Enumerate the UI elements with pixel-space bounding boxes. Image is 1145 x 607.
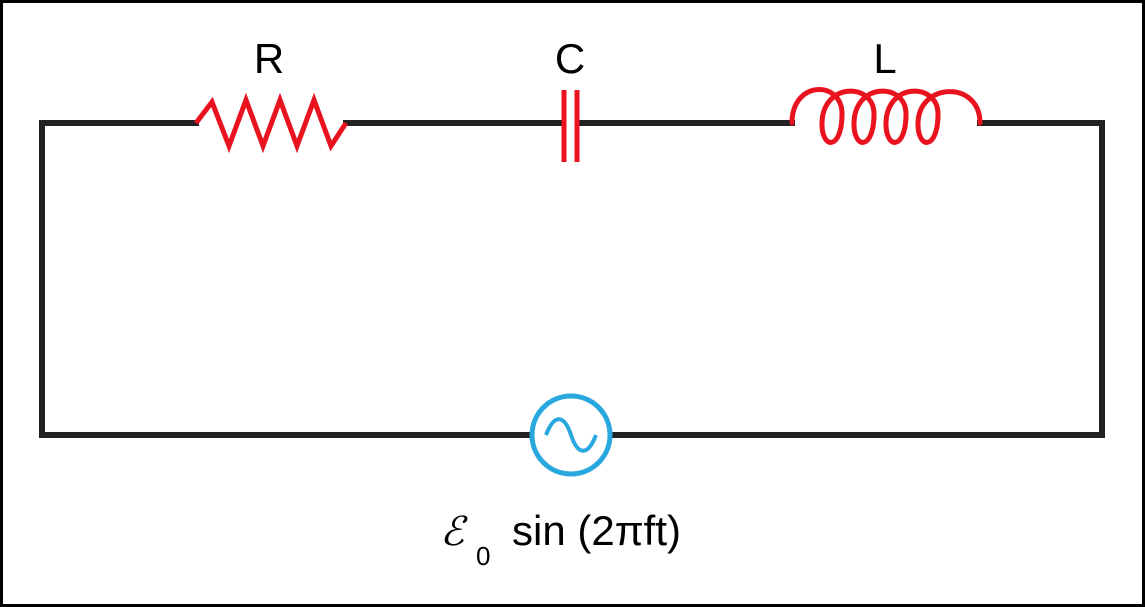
resistor-label: R (254, 35, 284, 82)
capacitor: C (555, 35, 585, 162)
ac-sine-source-icon (529, 393, 613, 477)
inductor-coil-icon (789, 87, 983, 145)
ac-source: ℰ 0 sin (2πft) (440, 393, 681, 571)
circuit-wires (39, 120, 1105, 438)
capacitor-icon (561, 90, 580, 162)
emf-subscript: 0 (476, 541, 490, 571)
resistor: R (194, 35, 349, 154)
inductor: L (789, 35, 983, 145)
resistor-zigzag-icon (194, 92, 349, 154)
capacitor-label: C (555, 35, 585, 82)
source-expression: sin (2πft) (512, 507, 681, 554)
source-emf-label: ℰ (440, 509, 468, 555)
inductor-label: L (873, 35, 896, 82)
emf-symbol: ℰ (440, 509, 468, 555)
